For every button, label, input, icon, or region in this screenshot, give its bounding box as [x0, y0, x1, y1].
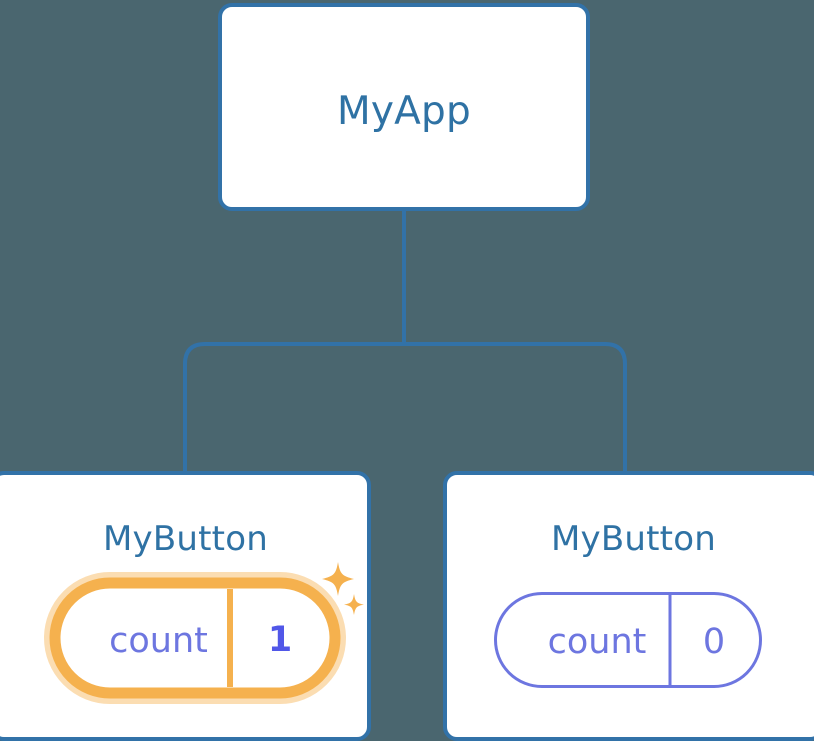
state-pill-right-shape: [494, 592, 762, 688]
state-pill-right-value: 0: [702, 622, 726, 662]
state-pill-left-key: count: [109, 621, 208, 661]
state-pill-left-shape: [44, 572, 346, 704]
state-pill-left-value: 1: [267, 620, 293, 660]
state-pill-left[interactable]: count 1: [44, 572, 346, 704]
state-pill-left-outline: [49, 577, 341, 699]
state-pill-right-key: count: [547, 622, 647, 662]
edge-root-to-child-right: [404, 342, 627, 471]
node-myapp-title: MyApp: [337, 89, 471, 134]
node-mybutton-left-title: MyButton: [103, 519, 268, 559]
edge-root-to-child-left: [183, 342, 404, 471]
state-pill-right-outline: [494, 592, 762, 688]
node-mybutton-right-title: MyButton: [551, 519, 716, 559]
node-myapp[interactable]: MyApp: [218, 3, 590, 211]
state-pill-right[interactable]: count 0: [494, 592, 762, 688]
